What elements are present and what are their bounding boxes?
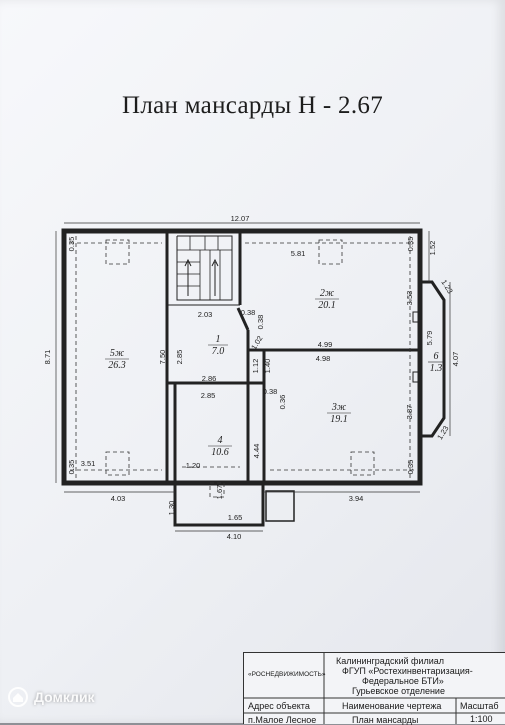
room-2-label: 2ж 20.1 (315, 288, 339, 311)
svg-text:4: 4 (218, 435, 223, 446)
dim-750: 7.50 (158, 350, 167, 365)
dim-285-h: 2.85 (201, 391, 216, 400)
title-block-stamp: «РОСНЕДВИЖИМОСТЬ» Калининградский филиал… (243, 652, 505, 725)
dim-167: 1.67 (215, 485, 224, 500)
dim-036: 0.36 (278, 395, 287, 410)
plan-title: План мансарды Н - 2.67 (121, 92, 384, 119)
lower-box (265, 490, 295, 522)
wall-diag (236, 307, 250, 331)
room-6-label: 6 1.3 (428, 351, 444, 374)
bay-window-wall (420, 280, 446, 438)
drawing-header: Наименование чертежа (342, 701, 442, 711)
dim-123-top: 1.23 (439, 278, 454, 295)
dim-152: 1.52 (428, 241, 437, 256)
dim-038-mid: 0.38 (263, 387, 278, 396)
domclick-watermark: Домклик (8, 686, 95, 708)
dim-038-top-v: 0.38 (256, 315, 265, 330)
dim-407: 4.07 (451, 352, 460, 367)
room-1-label: 1 7.0 (208, 334, 228, 357)
svg-text:1.3: 1.3 (430, 363, 443, 374)
svg-text:19.1: 19.1 (330, 414, 348, 425)
org-line-3: Федеральное БТИ» (362, 676, 444, 686)
stamp-grid (244, 653, 505, 724)
dim-394: 3.94 (349, 494, 364, 503)
dim-038-top: 0.38 (241, 308, 256, 317)
room-4-label: 4 10.6 (208, 435, 232, 458)
svg-text:26.3: 26.3 (108, 360, 126, 371)
domclick-logo-icon (8, 687, 28, 707)
bay-post-bottom (412, 371, 422, 383)
svg-text:2ж: 2ж (320, 288, 335, 299)
svg-text:20.1: 20.1 (318, 300, 336, 311)
dim-581: 5.81 (291, 249, 306, 258)
room-labels: 1 7.0 2ж 20.1 3ж 19.1 4 10.6 5ж (105, 288, 444, 458)
address-value: п.Малое Лесное (248, 715, 317, 725)
address-header: Адрес объекта (248, 701, 310, 711)
inner-walls (165, 231, 420, 483)
dim-120: 1.20 (186, 461, 201, 470)
watermark-label: Домклик (34, 689, 95, 705)
scale-value: 1:100 (470, 714, 493, 724)
org-line-1: Калининградский филиал (336, 656, 444, 666)
svg-text:3ж: 3ж (331, 402, 347, 413)
svg-text:6: 6 (434, 351, 439, 362)
dim-total-height: 8.71 (43, 350, 52, 365)
dim-112: 1.12 (251, 359, 260, 374)
dim-035-tl: 0.35 (67, 237, 76, 252)
dim-579: 5.79 (425, 331, 434, 346)
dim-165: 1.65 (228, 513, 243, 522)
agency-label: «РОСНЕДВИЖИМОСТЬ» (248, 671, 326, 678)
scale-header: Масштаб (460, 701, 499, 711)
dim-285-v: 2.85 (175, 350, 184, 365)
bay-post-top (412, 311, 422, 323)
room-3-label: 3ж 19.1 (327, 402, 351, 425)
dim-353: 3.53 (405, 291, 414, 306)
dim-351: 3.51 (81, 459, 96, 468)
dim-444: 4.44 (252, 444, 261, 459)
staircase (176, 235, 233, 301)
dim-035-br: 0.35 (406, 460, 415, 475)
dim-410: 4.10 (227, 532, 242, 541)
svg-text:10.6: 10.6 (211, 447, 229, 458)
dim-035-tr: 0.35 (406, 237, 415, 252)
org-line-4: Гурьевское отделение (352, 686, 445, 696)
dim-140: 1.40 (263, 359, 272, 374)
dim-387: 3.87 (405, 405, 414, 420)
svg-text:1: 1 (216, 334, 221, 345)
drawing-value: План мансарды (352, 715, 419, 725)
dim-total-width: 12.07 (231, 214, 250, 223)
org-line-2: ФГУП «Ростехинвентаризация- (342, 666, 473, 676)
dashed-guides (70, 236, 414, 498)
dim-130: 1.30 (167, 501, 176, 516)
svg-text:5ж: 5ж (110, 348, 125, 359)
outer-walls (61, 228, 446, 527)
room-5-label: 5ж 26.3 (105, 348, 129, 371)
dim-499: 4.99 (318, 340, 333, 349)
dim-035-bl: 0.35 (67, 460, 76, 475)
dim-403: 4.03 (111, 494, 126, 503)
external-dimension-lines (55, 222, 451, 532)
svg-text:7.0: 7.0 (212, 346, 225, 357)
dimension-labels: 12.07 8.71 0.35 0.35 0.35 0.35 1.52 5.81… (43, 214, 460, 541)
dim-498: 4.98 (316, 354, 331, 363)
dim-286: 2.86 (202, 374, 217, 383)
dim-203: 2.03 (198, 310, 213, 319)
